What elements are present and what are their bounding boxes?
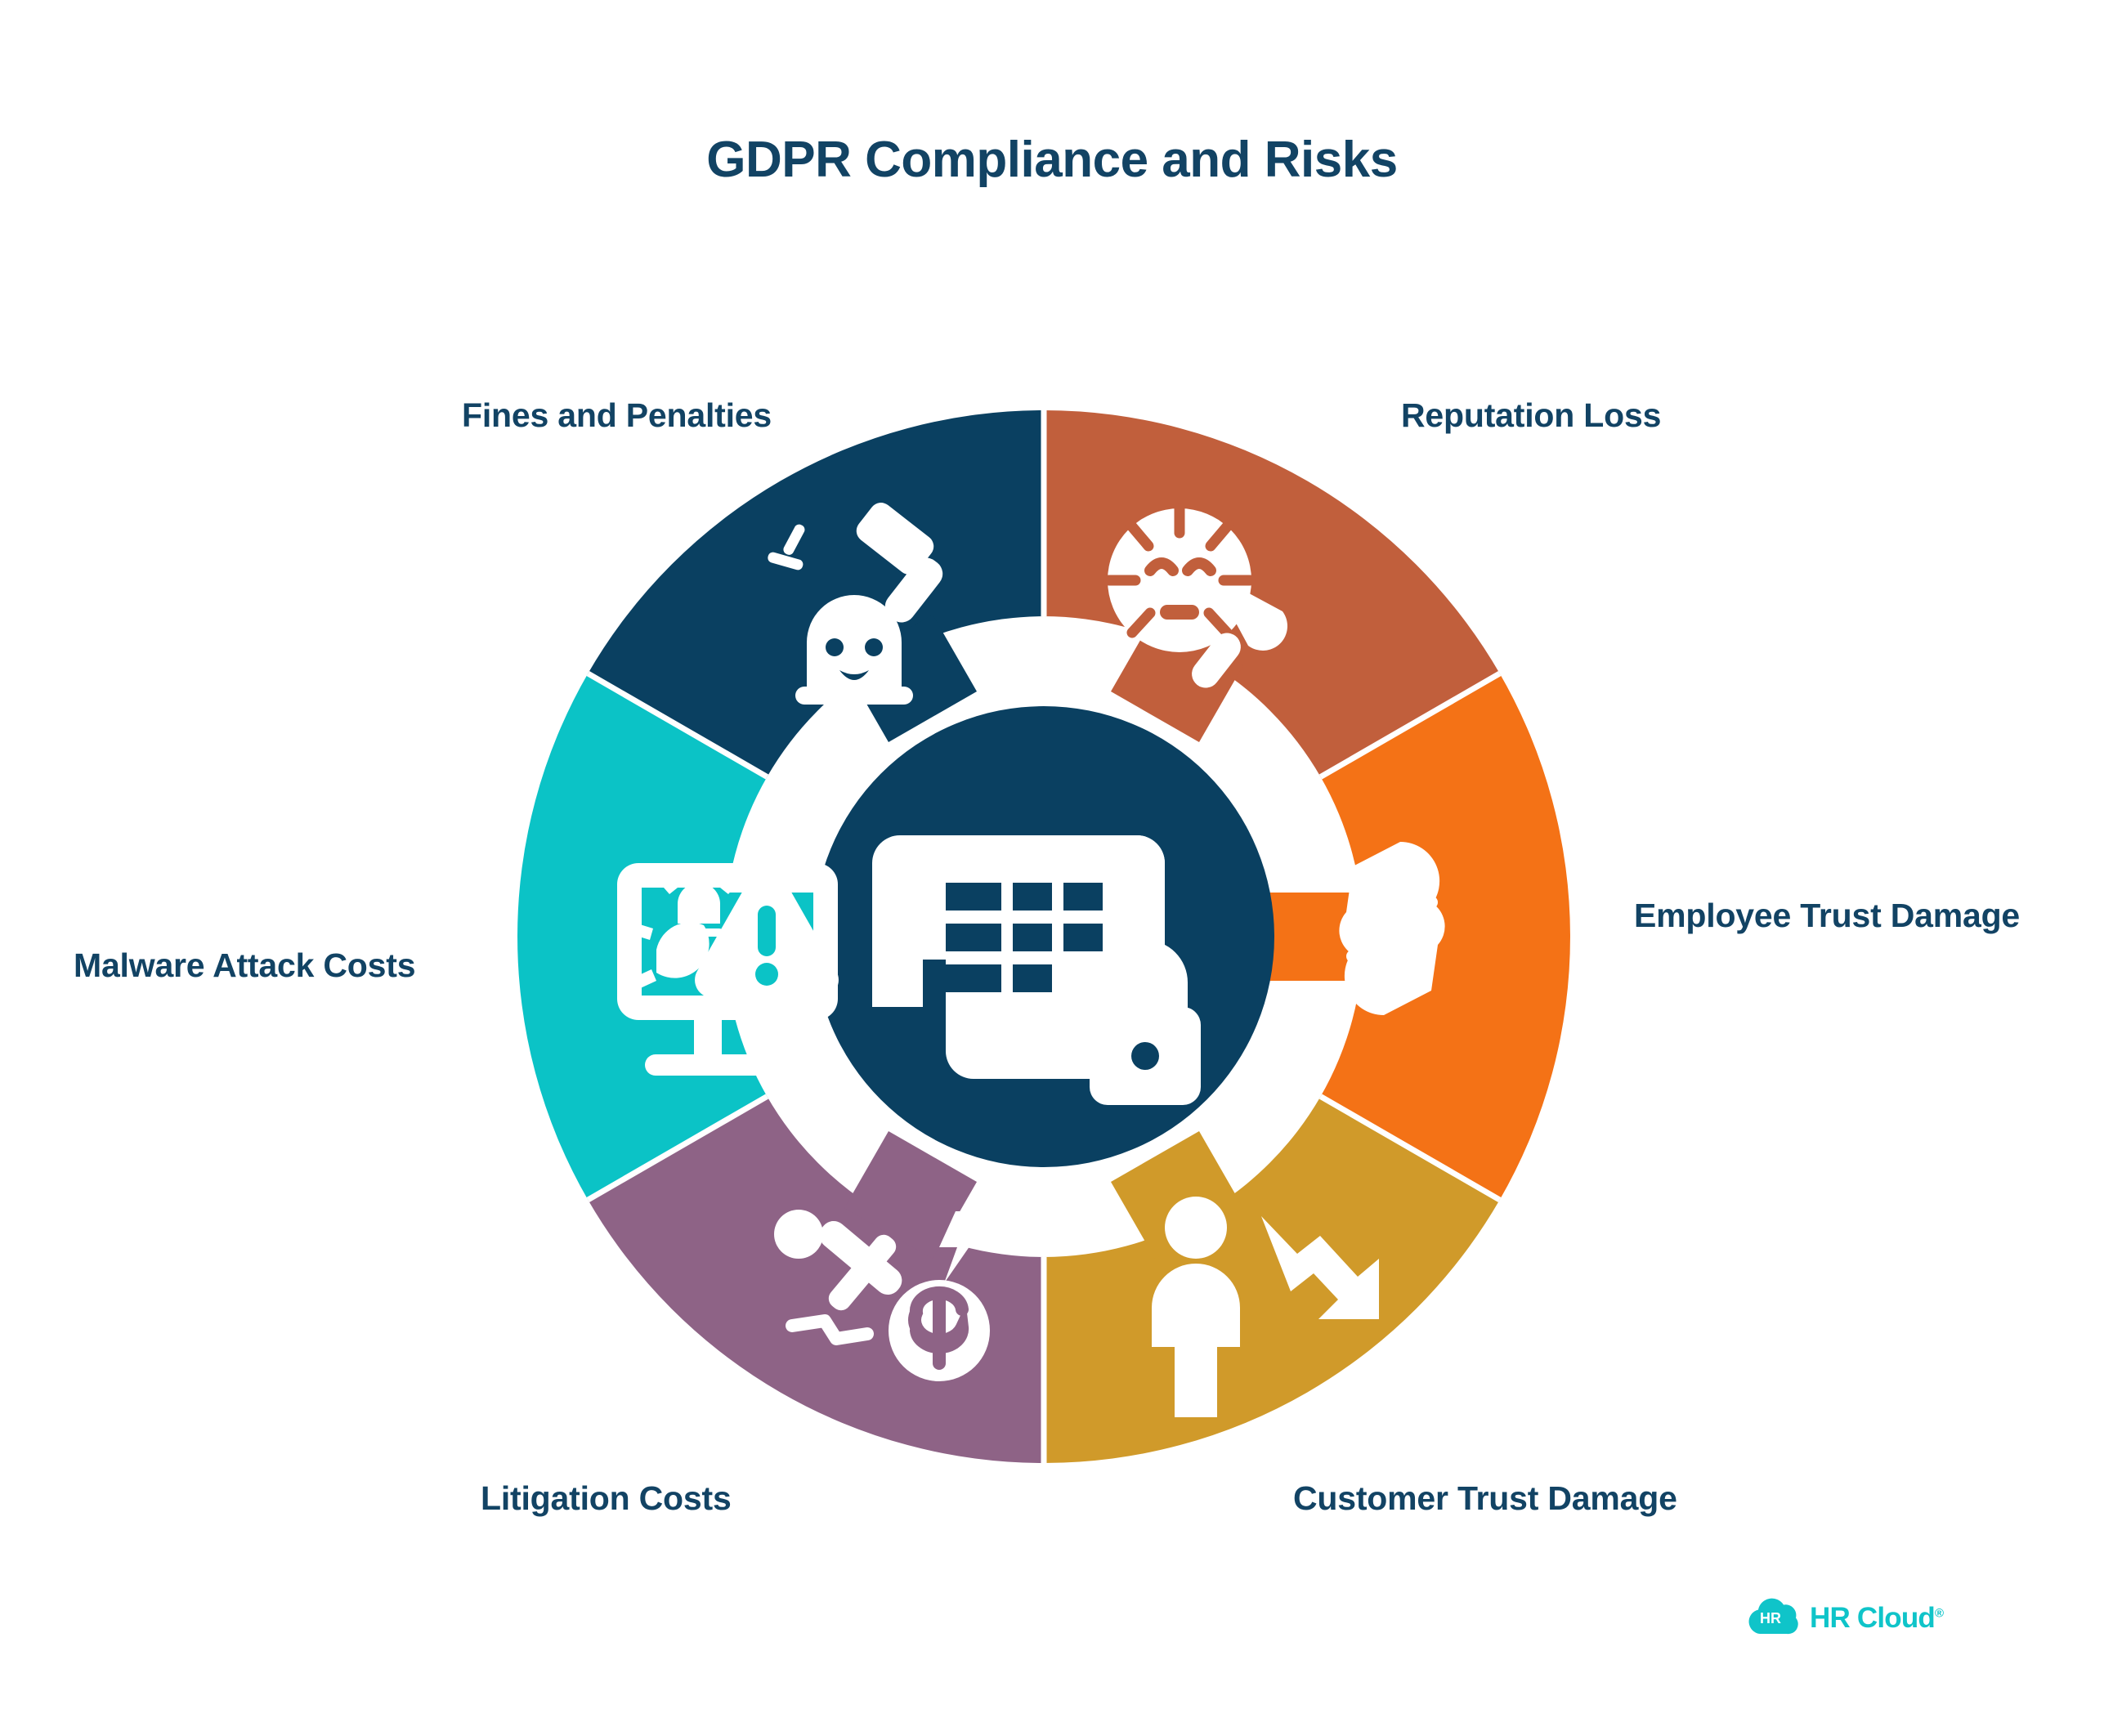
registered-trademark-icon: ® <box>1935 1605 1944 1620</box>
gavel-piggybank-icon <box>768 503 943 705</box>
database-lock-icon <box>872 835 1201 1105</box>
hr-cloud-logo[interactable]: HR HR Cloud® <box>1747 1598 1944 1637</box>
monitor-bug-warning-icon <box>617 863 839 1076</box>
gdpr-risk-wheel <box>517 410 1570 1463</box>
tooth-litigation <box>844 1131 977 1259</box>
broken-handshake-icon <box>1339 841 1445 1016</box>
page-title: GDPR Compliance and Risks <box>706 132 1398 188</box>
segment-fines-and-penalties[interactable] <box>588 410 1044 777</box>
segment-customer-trust-damage[interactable] <box>1044 1096 1500 1464</box>
segment-employee-trust-damage[interactable] <box>1320 673 1570 1200</box>
segment-dividers <box>586 410 1502 1463</box>
segment-label-litigation-costs: Litigation Costs <box>481 1479 732 1517</box>
segment-label-employee-trust-damage: Employee Trust Damage <box>1634 897 2021 934</box>
gavel-dollar-coin-icon <box>774 1210 990 1381</box>
hr-cloud-wordmark-text: HR Cloud <box>1810 1601 1936 1634</box>
wheel-svg <box>517 410 1570 1463</box>
segment-label-customer-trust-damage: Customer Trust Damage <box>1293 1479 1677 1517</box>
cloud-icon: HR <box>1748 1598 1798 1635</box>
segment-label-malware-attack-costs: Malware Attack Costs <box>74 946 416 984</box>
segment-reputation-arc <box>1044 410 1500 777</box>
tooth-employee <box>1260 893 1364 981</box>
cracked-face-mask-icon <box>1103 503 1287 688</box>
segment-employee-arc <box>1320 673 1570 1200</box>
person-declining-arrow-icon <box>1152 1197 1379 1417</box>
segment-customer-arc <box>1044 1096 1500 1463</box>
segment-label-reputation-loss: Reputation Loss <box>1401 396 1662 434</box>
hr-cloud-wordmark: HR Cloud® <box>1810 1601 1944 1634</box>
segment-fines-arc <box>588 410 1044 777</box>
cloud-mark-text: HR <box>1760 1610 1781 1626</box>
segment-label-fines-and-penalties: Fines and Penalties <box>462 396 772 434</box>
segment-reputation-loss[interactable] <box>1044 410 1500 777</box>
